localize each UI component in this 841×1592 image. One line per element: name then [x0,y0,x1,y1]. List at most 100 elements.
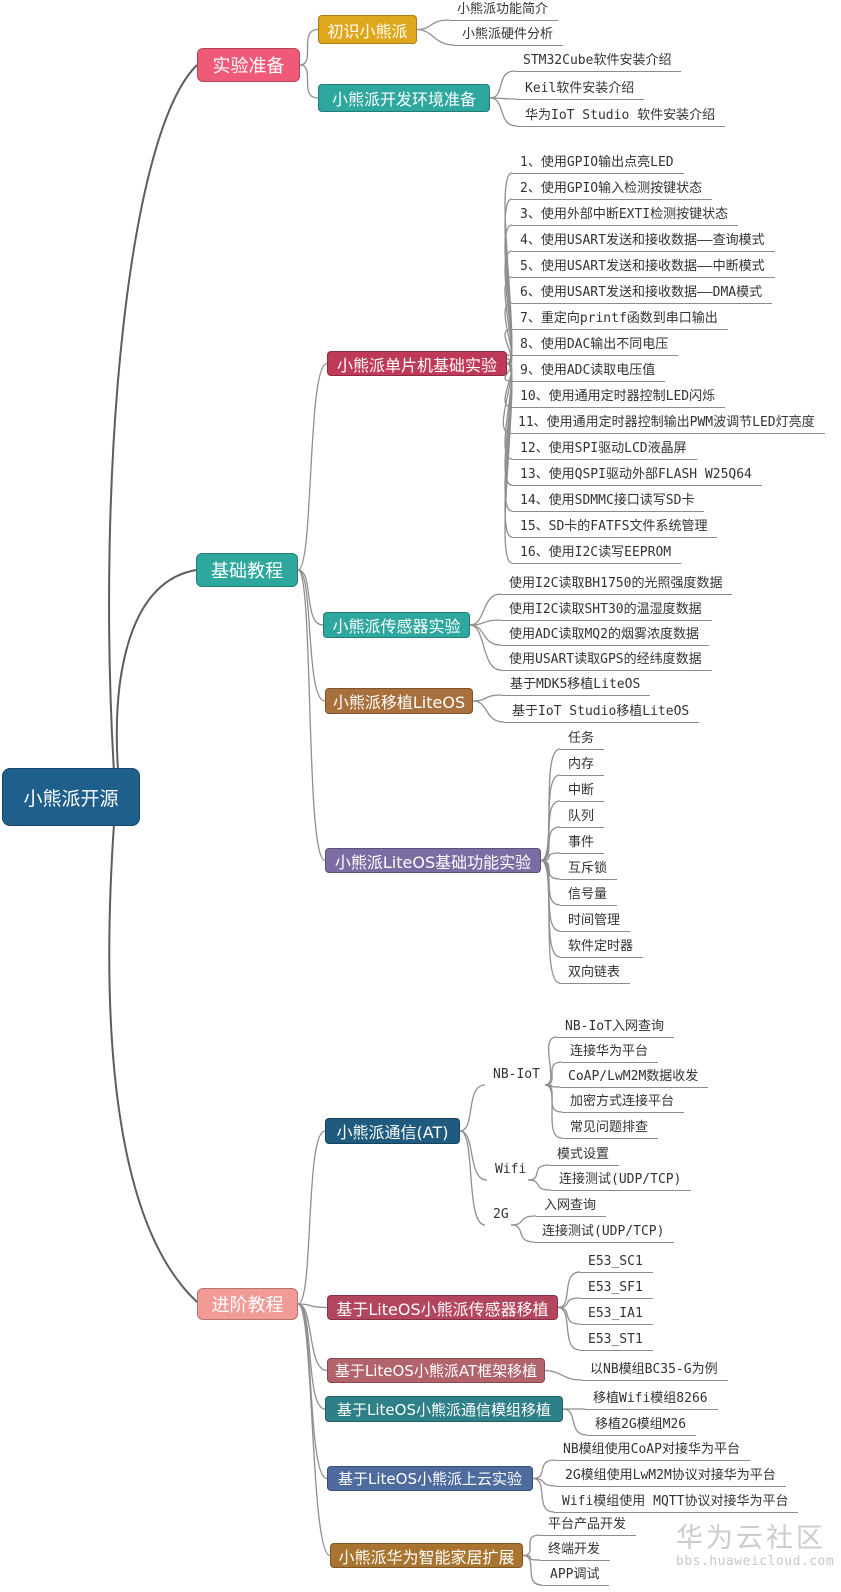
node-k2[interactable]: 小熊派硬件分析 [454,26,564,46]
node-m4[interactable]: 4、使用USART发送和接收数据——查询模式 [512,232,775,252]
connector [562,1408,588,1436]
node-know[interactable]: 初识小熊派 [318,15,417,44]
connector [416,19,450,31]
node-c2[interactable]: 2G模组使用LwM2M协议对接华为平台 [557,1467,786,1487]
node-label: 互斥锁 [568,861,608,876]
node-l8[interactable]: 时间管理 [560,912,631,932]
node-mcu[interactable]: 小熊派单片机基础实验 [327,351,507,376]
node-m6[interactable]: 6、使用USART发送和接收数据——DMA模式 [512,284,773,304]
node-label: 11、使用通用定时器控制输出PWM波调节LED灯亮度 [518,415,815,430]
node-m12[interactable]: 12、使用SPI驱动LCD液晶屏 [512,440,697,460]
node-l9[interactable]: 软件定时器 [560,938,644,958]
node-n5[interactable]: 常见问题排查 [562,1119,659,1139]
node-basic[interactable]: 基础教程 [196,553,298,587]
node-port[interactable]: 小熊派移植LiteOS [325,688,473,714]
node-p1[interactable]: 基于MDK5移植LiteOS [502,676,651,696]
node-es1[interactable]: E53_SC1 [580,1253,653,1273]
node-l4[interactable]: 队列 [560,808,605,828]
node-sport[interactable]: 基于LiteOS小熊派传感器移植 [327,1295,558,1320]
connector [504,328,513,365]
node-sensor[interactable]: 小熊派传感器实验 [323,612,470,638]
node-l2[interactable]: 内存 [560,756,605,776]
node-label: 15、SD卡的FATFS文件系统管理 [520,519,708,534]
node-mo1[interactable]: 移植Wifi模组8266 [585,1390,718,1410]
node-cloud[interactable]: 基于LiteOS小熊派上云实验 [327,1466,533,1491]
node-w1[interactable]: 模式设置 [549,1146,620,1166]
node-k1[interactable]: 小熊派功能简介 [449,1,559,21]
connector [557,1306,581,1351]
node-n3[interactable]: CoAP/LwM2M数据收发 [560,1068,709,1088]
node-s1[interactable]: 使用I2C读取BH1750的光照强度数据 [501,575,733,595]
node-l7[interactable]: 信号量 [560,886,618,906]
node-label: 移植Wifi模组8266 [593,1391,708,1406]
node-exp[interactable]: 实验准备 [197,48,300,82]
node-label: 连接测试(UDP/TCP) [559,1172,682,1187]
node-s3[interactable]: 使用ADC读取MQ2的烟雾浓度数据 [501,626,709,646]
node-e2[interactable]: Keil软件安装介绍 [517,80,645,100]
node-m9[interactable]: 9、使用ADC读取电压值 [512,362,666,382]
node-comm[interactable]: 小熊派通信(AT) [325,1118,460,1144]
node-n2[interactable]: 连接华为平台 [562,1043,659,1063]
node-m14[interactable]: 14、使用SDMMC接口读写SD卡 [512,492,705,512]
node-m3[interactable]: 3、使用外部中断EXTI检测按键状态 [512,206,739,226]
node-h3[interactable]: APP调试 [542,1566,610,1586]
node-h2[interactable]: 终端开发 [540,1541,611,1561]
connector [472,694,503,702]
node-label: 基于LiteOS小熊派上云实验 [338,1470,522,1488]
node-home[interactable]: 小熊派华为智能家居扩展 [330,1543,523,1568]
node-label: 8、使用DAC输出不同电压 [520,337,669,352]
node-h1[interactable]: 平台产品开发 [540,1516,637,1536]
node-s2[interactable]: 使用I2C读取SHT30的温湿度数据 [501,601,712,621]
node-m7[interactable]: 7、重定向printf函数到串口输出 [512,310,728,330]
node-e1[interactable]: STM32Cube软件安装介绍 [515,52,682,72]
node-n1[interactable]: NB-IoT入网查询 [557,1018,674,1038]
node-gl2[interactable]: 连接测试(UDP/TCP) [534,1223,675,1243]
node-m15[interactable]: 15、SD卡的FATFS文件系统管理 [512,518,718,538]
node-liteos[interactable]: 小熊派LiteOS基础功能实验 [325,848,541,873]
node-mo2[interactable]: 移植2G模组M26 [587,1416,697,1436]
node-l10[interactable]: 双向链表 [560,964,631,984]
node-adv[interactable]: 进阶教程 [197,1288,298,1320]
node-m1[interactable]: 1、使用GPIO输出点亮LED [512,154,684,174]
node-m8[interactable]: 8、使用DAC输出不同电压 [512,336,679,356]
connector [297,1130,326,1305]
node-w2[interactable]: 连接测试(UDP/TCP) [551,1171,692,1191]
node-m11[interactable]: 11、使用通用定时器控制输出PWM波调节LED灯亮度 [510,414,825,434]
node-es4[interactable]: E53_ST1 [580,1331,653,1351]
node-label: 2G模组使用LwM2M协议对接华为平台 [565,1468,776,1483]
node-m5[interactable]: 5、使用USART发送和接收数据——中断模式 [512,258,775,278]
node-env[interactable]: 小熊派开发环境准备 [318,84,490,112]
node-label: 小熊派移植LiteOS [332,693,466,712]
node-nb[interactable]: NB-IoT [485,1066,550,1085]
node-l1[interactable]: 任务 [560,730,605,750]
node-at1[interactable]: 以NB模组BC35-G为例 [582,1361,728,1381]
node-l6[interactable]: 互斥锁 [560,860,618,880]
node-m2[interactable]: 2、使用GPIO输入检测按键状态 [512,180,713,200]
node-wifi[interactable]: Wifi [487,1161,536,1180]
node-p2[interactable]: 基于IoT Studio移植LiteOS [504,703,700,723]
node-c1[interactable]: NB模组使用CoAP对接华为平台 [555,1441,750,1461]
node-gl1[interactable]: 入网查询 [536,1197,607,1217]
node-e3[interactable]: 华为IoT Studio 软件安装介绍 [517,107,726,127]
node-c3[interactable]: Wifi模组使用 MQTT协议对接华为平台 [554,1493,799,1513]
connector [532,1477,555,1513]
node-l5[interactable]: 事件 [560,834,605,854]
node-label: 模式设置 [557,1147,610,1162]
node-m13[interactable]: 13、使用QSPI驱动外部FLASH W25Q64 [512,466,762,486]
node-s4[interactable]: 使用USART读取GPS的经纬度数据 [501,651,712,671]
node-g2[interactable]: 2G [485,1206,519,1225]
node-label: 加密方式连接平台 [570,1094,675,1109]
node-n4[interactable]: 加密方式连接平台 [562,1093,685,1113]
node-es3[interactable]: E53_IA1 [580,1305,653,1325]
node-at[interactable]: 基于LiteOS小熊派AT框架移植 [327,1358,545,1383]
node-root[interactable]: 小熊派开源 [2,768,140,826]
node-m10[interactable]: 10、使用通用定时器控制LED闪烁 [512,388,726,408]
node-es2[interactable]: E53_SF1 [580,1279,653,1299]
node-label: 信号量 [568,887,608,902]
node-m16[interactable]: 16、使用I2C读写EEPROM [512,544,682,564]
node-l3[interactable]: 中断 [560,782,605,802]
node-module[interactable]: 基于LiteOS小熊派通信模组移植 [325,1396,563,1422]
node-label: 4、使用USART发送和接收数据——查询模式 [520,233,765,248]
